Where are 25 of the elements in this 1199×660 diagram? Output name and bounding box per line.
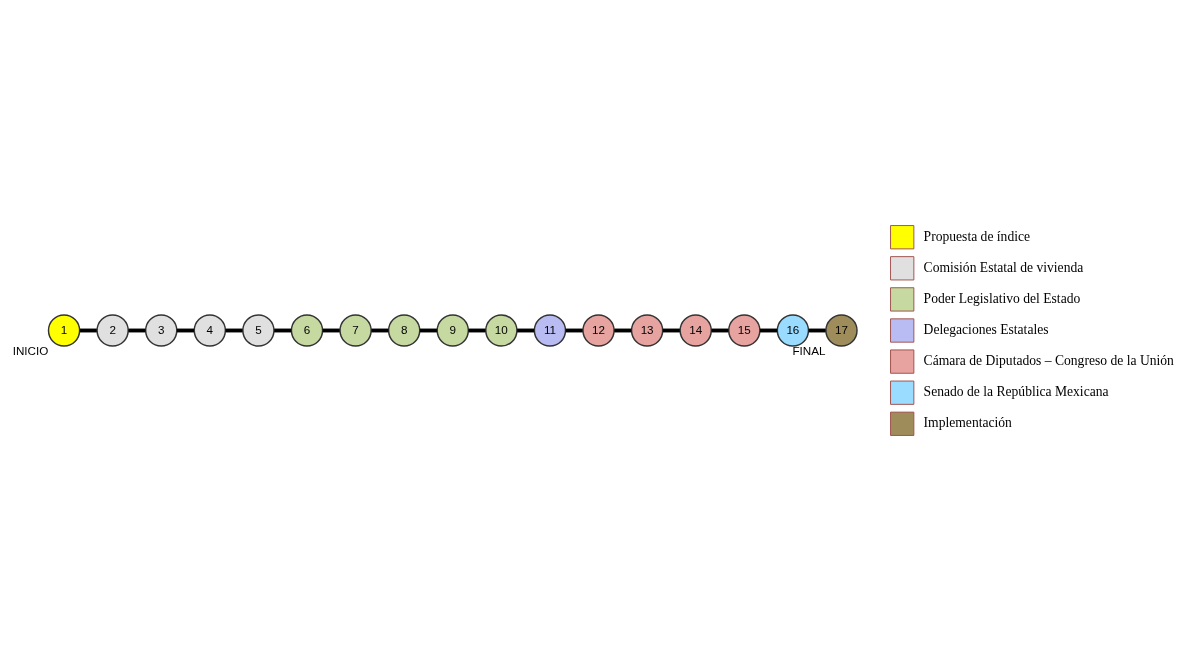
node-circle: 16 (776, 313, 810, 347)
legend-label: Poder Legislativo del Estado (923, 290, 1081, 306)
node-circle: 7 (339, 313, 372, 347)
legend-label: Cámara de Diputados – Congreso de la Unión (923, 352, 1174, 368)
legend-label: Delegaciones Estatales (923, 321, 1049, 337)
node-circle: 11 (533, 313, 567, 347)
node-circle: 14 (679, 313, 712, 347)
node-circle: 13 (630, 313, 664, 347)
node-circle: 6 (290, 313, 324, 347)
node-circle: 5 (242, 313, 275, 347)
legend-label: Propuesta de índice (923, 228, 1031, 244)
legend-label: Senado de la República Mexicana (923, 383, 1109, 399)
node-circle: 4 (193, 313, 227, 347)
node-circle: 2 (96, 313, 129, 347)
node-label: INICIO (12, 343, 49, 357)
node-circle: 9 (436, 313, 470, 347)
node-circle: 3 (144, 313, 178, 347)
legend-label: Comisión Estatal de vivienda (923, 259, 1084, 275)
node-circle: 12 (582, 313, 615, 347)
node-circle: 15 (728, 313, 761, 347)
node-circle: 17 (825, 313, 858, 347)
node-circle: 8 (387, 313, 421, 347)
node-circle: 1 (47, 313, 81, 347)
legend-label: Implementación (923, 414, 1012, 430)
node-circle: 10 (485, 313, 518, 347)
